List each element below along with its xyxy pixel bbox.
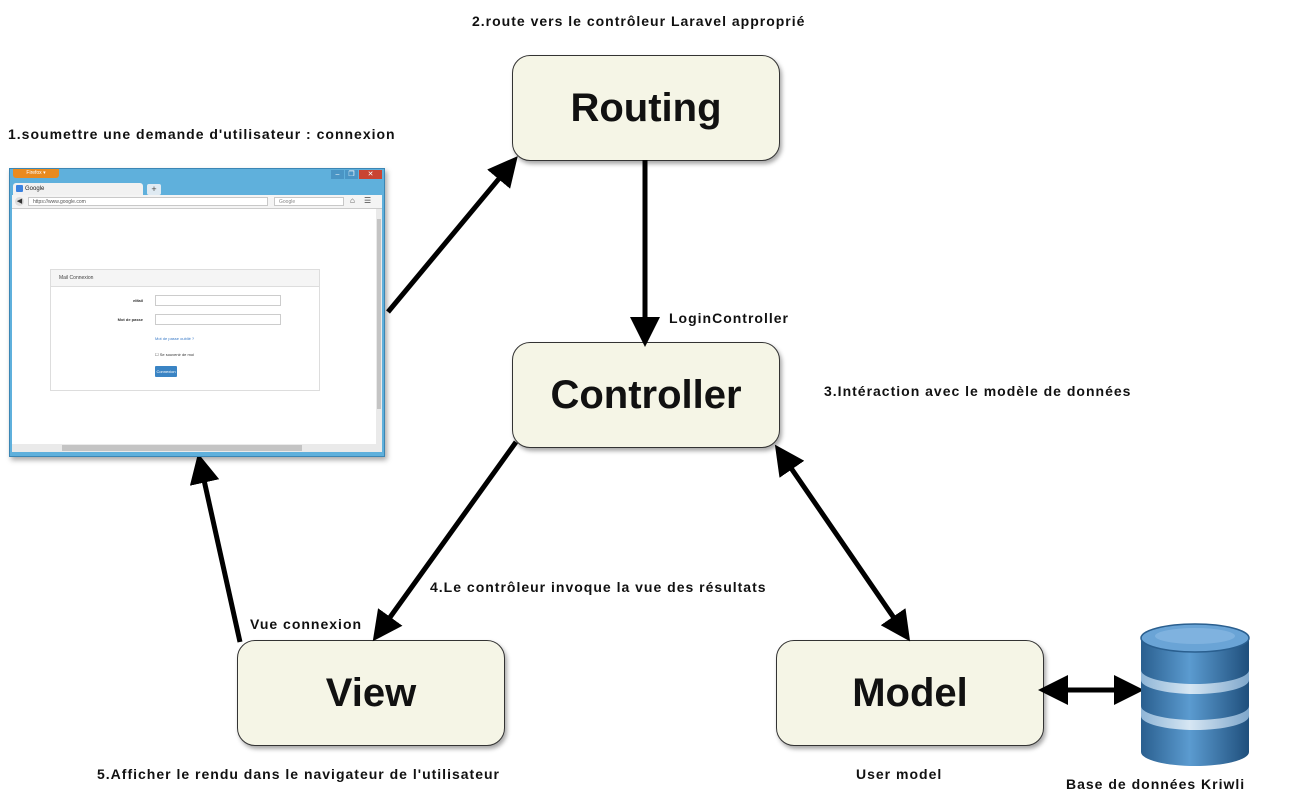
password-field[interactable] — [155, 314, 281, 325]
login-panel-title: Mail Connexion — [51, 270, 319, 287]
login-controller-caption: LoginController — [669, 310, 789, 326]
controller-node: Controller — [512, 342, 780, 448]
back-arrow-icon[interactable]: ◀ — [15, 197, 24, 206]
user-model-caption: User model — [856, 766, 943, 782]
close-button[interactable]: ✕ — [359, 170, 382, 179]
step4-caption: 4.Le contrôleur invoque la vue des résul… — [430, 579, 767, 595]
browser-content: Mail Connexion eMail Mot de passe Mot de… — [12, 209, 376, 444]
remember-me-checkbox[interactable]: ☐ Se souvenir de moi — [155, 352, 194, 357]
email-field[interactable] — [155, 295, 281, 306]
remember-me-label: Se souvenir de moi — [159, 352, 194, 357]
search-bar[interactable]: Google — [274, 197, 344, 206]
browser-titlebar: Firefox ▾ – ❐ ✕ — [10, 169, 384, 182]
view-node: View — [237, 640, 505, 746]
tab-title: Google — [25, 186, 45, 192]
browser-navbar: ◀ https://www.google.com Google ⌂ ☰ — [12, 195, 382, 209]
browser-screenshot: Firefox ▾ – ❐ ✕ Google + ◀ https://www.g… — [9, 168, 385, 457]
arrow-browser-to-routing — [386, 156, 518, 314]
browser-tab[interactable]: Google — [13, 183, 143, 195]
step1-caption: 1.soumettre une demande d'utilisateur : … — [8, 126, 396, 142]
arrow-controller-to-view — [372, 440, 519, 642]
new-tab-button[interactable]: + — [147, 184, 161, 195]
forgot-password-link[interactable]: Mot de passe oublié ? — [155, 336, 195, 341]
horizontal-scroll-thumb[interactable] — [62, 445, 302, 451]
maximize-button[interactable]: ❐ — [345, 170, 358, 179]
arrow-controller-model — [774, 444, 911, 642]
arrow-view-to-browser — [189, 453, 243, 643]
home-icon[interactable]: ⌂ — [350, 196, 355, 205]
step5-caption: 5.Afficher le rendu dans le navigateur d… — [97, 766, 500, 782]
step3-caption: 3.Intéraction avec le modèle de données — [824, 383, 1132, 399]
vue-connexion-caption: Vue connexion — [250, 616, 363, 632]
horizontal-scrollbar[interactable] — [12, 444, 382, 452]
firefox-menu-button[interactable]: Firefox ▾ — [13, 169, 59, 178]
model-node: Model — [776, 640, 1044, 746]
step2-caption: 2.route vers le contrôleur Laravel appro… — [472, 13, 806, 29]
google-favicon-icon — [16, 185, 23, 192]
minimize-button[interactable]: – — [331, 170, 344, 179]
routing-node: Routing — [512, 55, 780, 161]
login-panel: Mail Connexion eMail Mot de passe Mot de… — [50, 269, 320, 391]
database-caption: Base de données Kriwli — [1066, 776, 1246, 792]
vertical-scroll-thumb[interactable] — [377, 219, 381, 409]
login-submit-button[interactable]: Connexion — [155, 366, 177, 377]
database-icon — [1140, 623, 1250, 766]
menu-icon[interactable]: ☰ — [364, 196, 372, 205]
password-label: Mot de passe — [117, 317, 143, 322]
vertical-scrollbar[interactable] — [376, 209, 382, 444]
url-bar[interactable]: https://www.google.com — [28, 197, 268, 206]
email-label: eMail — [132, 298, 143, 303]
